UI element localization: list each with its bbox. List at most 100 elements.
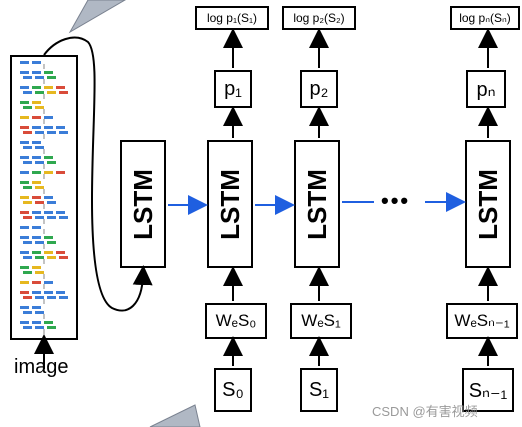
network-layer-block bbox=[47, 76, 56, 79]
network-layer-block bbox=[20, 141, 29, 144]
lstm-box-2: LSTM bbox=[294, 140, 340, 268]
network-layer-block bbox=[47, 201, 56, 204]
network-layer-block bbox=[20, 306, 29, 309]
network-layer-block bbox=[23, 76, 32, 79]
network-layer-block bbox=[35, 76, 44, 79]
network-layer-block bbox=[23, 91, 32, 94]
network-layer-block bbox=[35, 271, 44, 274]
network-layer-block bbox=[20, 291, 29, 294]
network-layer-block bbox=[20, 101, 29, 104]
prob-box-2: p₂ bbox=[300, 70, 338, 108]
network-layer-block bbox=[44, 291, 53, 294]
network-layer-block bbox=[35, 201, 44, 204]
network-layer-block bbox=[32, 236, 41, 239]
network-layer-block bbox=[20, 321, 29, 324]
network-layer-block bbox=[20, 236, 29, 239]
network-layer-block bbox=[47, 256, 56, 259]
network-layer-block bbox=[47, 241, 56, 244]
network-layer-block bbox=[23, 201, 32, 204]
log-prob-label-2: log p₂(S₂) bbox=[293, 11, 345, 25]
network-layer-block bbox=[35, 296, 44, 299]
network-layer-block bbox=[35, 186, 44, 189]
network-layer-block bbox=[32, 226, 41, 229]
network-layer-block bbox=[47, 161, 56, 164]
callout-shape-bottom bbox=[149, 404, 201, 427]
network-layer-block bbox=[44, 321, 53, 324]
network-layer-block bbox=[35, 241, 44, 244]
network-layer-block bbox=[20, 126, 29, 129]
word-label-n: Sₙ₋₁ bbox=[468, 379, 508, 402]
network-layer-block bbox=[20, 196, 29, 199]
word-box-1: S₀ bbox=[214, 368, 252, 412]
network-layer-block bbox=[23, 106, 32, 109]
word-label-2: S₁ bbox=[308, 378, 330, 401]
network-layer-block bbox=[59, 216, 68, 219]
network-layer-block bbox=[32, 266, 41, 269]
network-layer-block bbox=[47, 326, 56, 329]
callout-shape-top bbox=[68, 0, 126, 34]
network-layer-block bbox=[32, 156, 41, 159]
network-layer-block bbox=[23, 216, 32, 219]
network-layer-block bbox=[23, 241, 32, 244]
network-layer-block bbox=[23, 146, 32, 149]
network-layer-block bbox=[35, 256, 44, 259]
network-layer-block bbox=[20, 226, 29, 229]
network-layer-block bbox=[32, 171, 41, 174]
network-layer-block bbox=[20, 61, 29, 64]
network-layer-block bbox=[44, 211, 53, 214]
network-layer-block bbox=[56, 171, 65, 174]
network-layer-block bbox=[56, 126, 65, 129]
network-layer-block bbox=[20, 171, 29, 174]
network-layer-block bbox=[35, 106, 44, 109]
network-layer-block bbox=[20, 251, 29, 254]
ellipsis: ••• bbox=[381, 188, 411, 213]
network-layer-block bbox=[20, 281, 29, 284]
network-layer-block bbox=[59, 296, 68, 299]
network-layer-block bbox=[59, 256, 68, 259]
prob-label-n: pₙ bbox=[476, 78, 496, 101]
network-layer-block bbox=[44, 71, 53, 74]
network-layer-block bbox=[44, 251, 53, 254]
network-layer-block bbox=[35, 131, 44, 134]
lstm-box-initial: LSTM bbox=[120, 140, 166, 268]
network-layer-block bbox=[23, 271, 32, 274]
network-layer-block bbox=[32, 251, 41, 254]
embedding-label-1: WₑS₀ bbox=[215, 311, 257, 330]
network-layer-block bbox=[20, 116, 29, 119]
cnn-network-thumbnail bbox=[10, 55, 78, 340]
network-layer-block bbox=[23, 326, 32, 329]
network-layer-block bbox=[20, 86, 29, 89]
network-layer-block bbox=[44, 171, 53, 174]
network-layer-block bbox=[32, 211, 41, 214]
network-layer-block bbox=[20, 266, 29, 269]
network-layer-block bbox=[35, 91, 44, 94]
log-prob-box-n: log pₙ(Sₙ) bbox=[450, 6, 520, 30]
network-layer-block bbox=[23, 296, 32, 299]
network-layer-block bbox=[32, 126, 41, 129]
prob-label-1: p₁ bbox=[224, 77, 242, 100]
network-layer-block bbox=[32, 181, 41, 184]
network-layer-block bbox=[44, 116, 53, 119]
network-layer-block bbox=[56, 86, 65, 89]
network-layer-block bbox=[44, 281, 53, 284]
network-layer-block bbox=[32, 306, 41, 309]
network-layer-block bbox=[32, 196, 41, 199]
network-layer-block bbox=[32, 101, 41, 104]
network-layer-block bbox=[47, 131, 56, 134]
embedding-label-n: WₑSₙ₋₁ bbox=[454, 311, 510, 330]
log-prob-label-n: log pₙ(Sₙ) bbox=[459, 11, 511, 25]
network-layer-block bbox=[20, 71, 29, 74]
network-layer-block bbox=[23, 161, 32, 164]
watermark: CSDN @有害视频 bbox=[372, 404, 478, 419]
image-label: image bbox=[14, 356, 69, 378]
network-layer-block bbox=[44, 236, 53, 239]
network-layer-block bbox=[47, 216, 56, 219]
network-layer-block bbox=[44, 86, 53, 89]
network-layer-block bbox=[35, 161, 44, 164]
network-layer-block bbox=[20, 181, 29, 184]
network-layer-block bbox=[32, 281, 41, 284]
network-layer-block bbox=[35, 146, 44, 149]
network-layer-block bbox=[44, 156, 53, 159]
network-layer-block bbox=[59, 91, 68, 94]
